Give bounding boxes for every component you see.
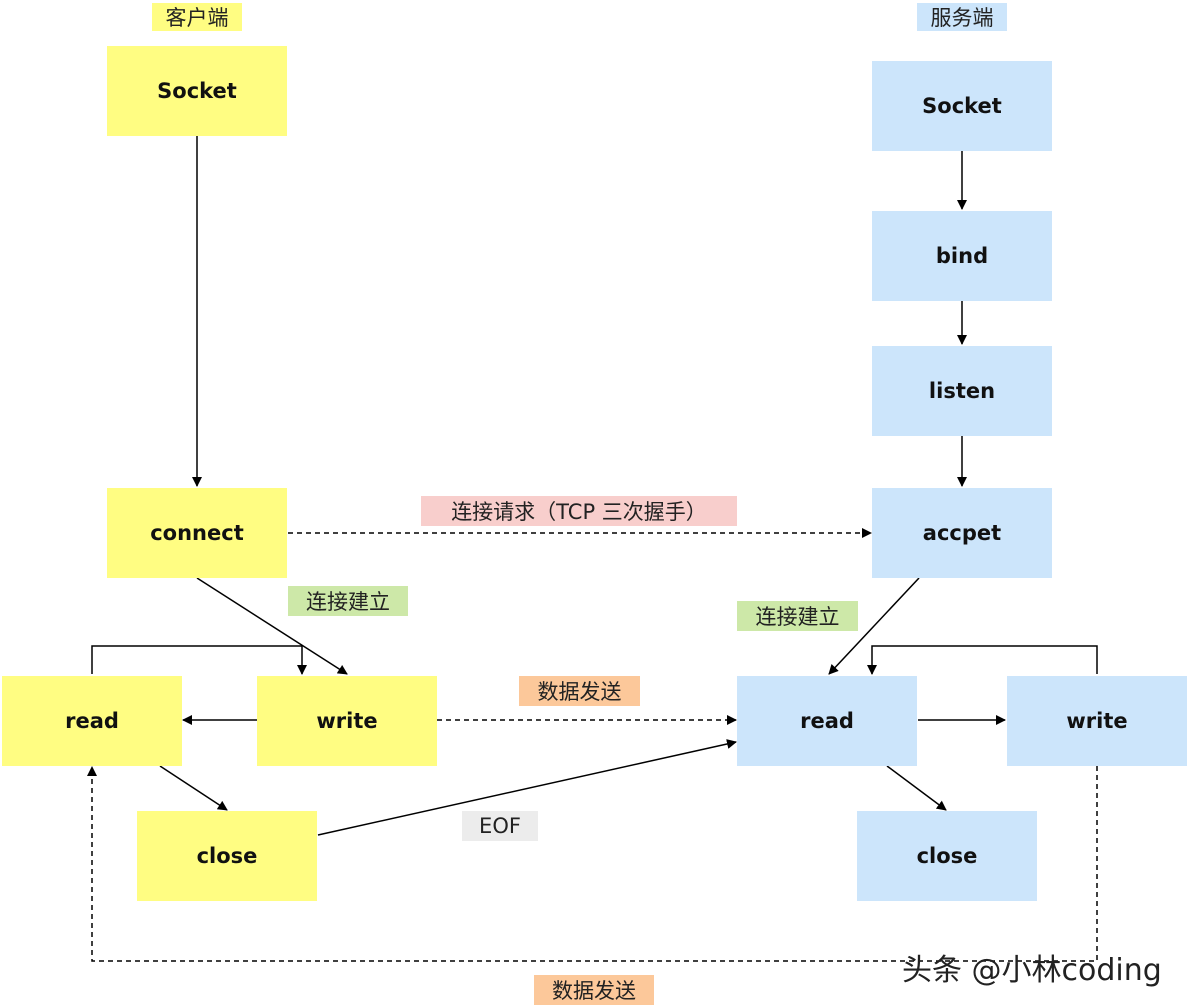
edge-connect-write [196, 577, 348, 675]
client-read-node: read [2, 676, 182, 766]
data-send-top-label: 数据发送 [519, 676, 640, 706]
eof-label: EOF [462, 811, 538, 841]
server-socket-node: Socket [872, 61, 1052, 151]
watermark: 头条 @小林coding [902, 953, 1162, 988]
server-write-node: write [1007, 676, 1187, 766]
data-send-bottom-label: 数据发送 [534, 975, 654, 1005]
client-close-node: close [137, 811, 317, 901]
client-established-label: 连接建立 [288, 586, 408, 616]
edge-eof [317, 739, 737, 836]
edge-client-read-write-loop [91, 645, 307, 675]
edge-server-write-read-loop [867, 645, 1098, 675]
edge-accept-read [828, 577, 920, 675]
handshake-label: 连接请求（TCP 三次握手） [421, 496, 737, 526]
server-header: 服务端 [917, 3, 1007, 31]
client-header: 客户端 [152, 3, 242, 31]
server-bind-node: bind [872, 211, 1052, 301]
server-established-label: 连接建立 [737, 601, 858, 631]
server-listen-node: listen [872, 346, 1052, 436]
server-read-node: read [737, 676, 917, 766]
edge-client-read-close [159, 765, 228, 811]
client-connect-node: connect [107, 488, 287, 578]
edge-server-read-close [886, 765, 947, 811]
server-accept-node: accpet [872, 488, 1052, 578]
edge-data-server-to-client [87, 766, 1098, 962]
client-socket-node: Socket [107, 46, 287, 136]
server-close-node: close [857, 811, 1037, 901]
client-write-node: write [257, 676, 437, 766]
